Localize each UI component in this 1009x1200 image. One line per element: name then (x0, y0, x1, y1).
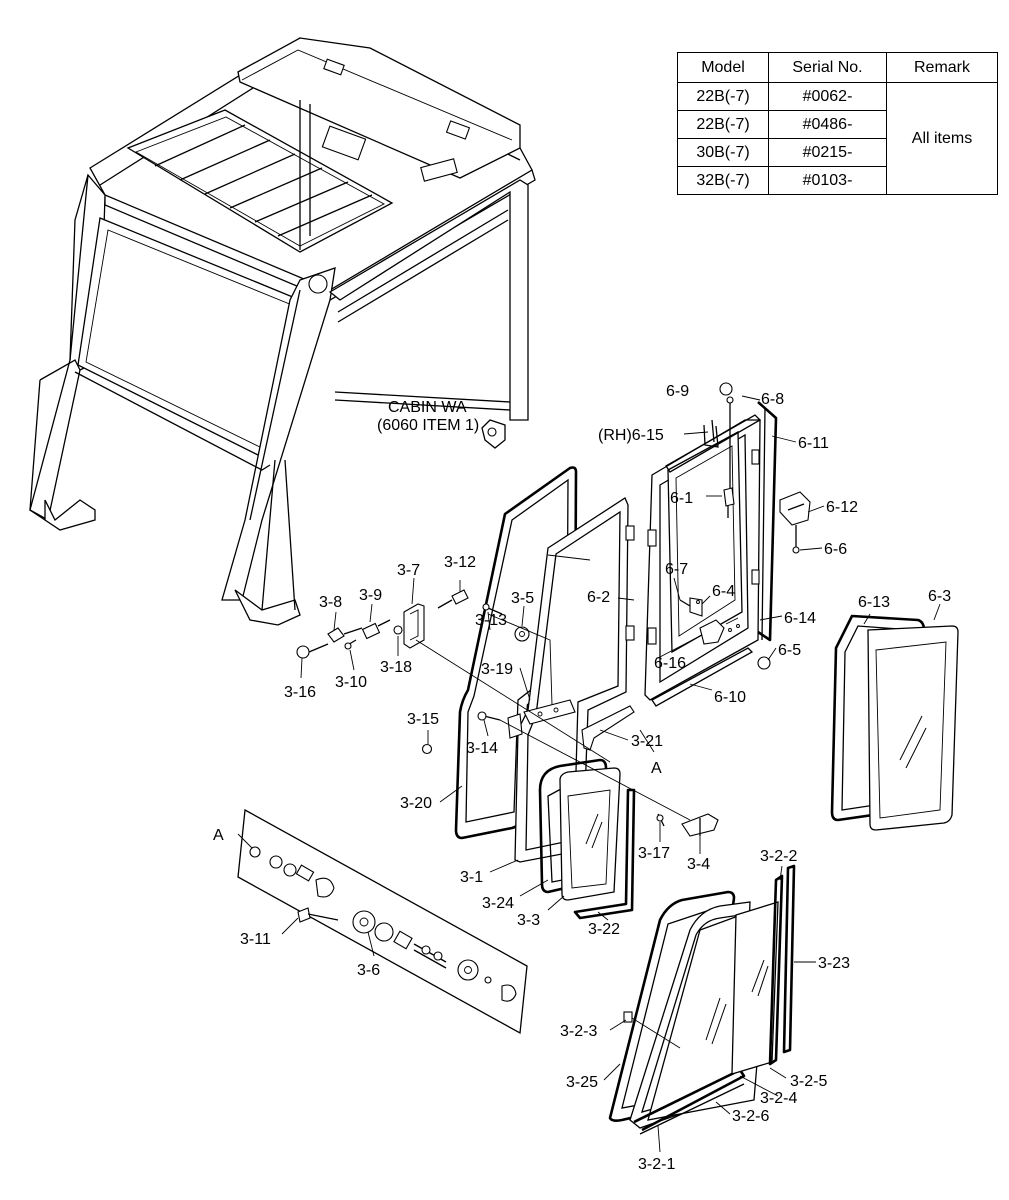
callout-3-9: 3-9 (359, 587, 382, 604)
callout-3-22: 3-22 (588, 921, 620, 938)
remark-cell: All items (886, 82, 998, 195)
callout-6-9: 6-9 (666, 383, 689, 400)
callout-6-12: 6-12 (826, 499, 858, 516)
callout-6-4: 6-4 (712, 583, 735, 600)
callout-3-12: 3-12 (444, 554, 476, 571)
serial-cell: #0103- (768, 166, 887, 195)
cabin-label-line2: (6060 ITEM 1) (377, 417, 479, 434)
serial-cell: #0486- (768, 110, 887, 139)
callout-3-3: 3-3 (517, 912, 540, 929)
callout-3-14: 3-14 (466, 740, 498, 757)
callout-6-15: (RH)6-15 (598, 427, 664, 444)
left-door-assembly (421, 466, 719, 920)
callout-3-15: 3-15 (407, 711, 439, 728)
model-cell: 32B(-7) (677, 166, 769, 195)
callout-3-18: 3-18 (380, 659, 412, 676)
callout-3-8: 3-8 (319, 594, 342, 611)
callout-3-2-1: 3-2-1 (638, 1156, 675, 1173)
callout-3-24: 3-24 (482, 895, 514, 912)
door-window-seal-and-glass (830, 614, 959, 831)
model-cell: 30B(-7) (677, 138, 769, 167)
callout-6-13: 6-13 (858, 594, 890, 611)
callout-3-2-6: 3-2-6 (732, 1108, 769, 1125)
callout-6-1: 6-1 (670, 490, 693, 507)
callout-3-13: 3-13 (475, 612, 507, 629)
callout-3-2-2: 3-2-2 (760, 848, 797, 865)
callout-3-2-3: 3-2-3 (560, 1023, 597, 1040)
callout-6-7: 6-7 (665, 561, 688, 578)
table-row: 32B(-7) #0103- (677, 166, 998, 195)
callout-6-16: 6-16 (654, 655, 686, 672)
right-door-assembly (644, 382, 811, 707)
table-row: 22B(-7) #0486- (677, 110, 998, 139)
callout-3-2-5: 3-2-5 (790, 1073, 827, 1090)
leader-lines (237, 395, 941, 1153)
callout-3-10: 3-10 (335, 674, 367, 691)
callout-3-1: 3-1 (460, 869, 483, 886)
sliding-window-assembly (608, 864, 796, 1135)
callout-6-2: 6-2 (587, 589, 610, 606)
cabin-label-line1: CABIN WA (388, 399, 467, 416)
callout-3-11: 3-11 (240, 931, 271, 948)
model-serial-table: Model Serial No. Remark 22B(-7) #0062- A… (677, 52, 998, 195)
callout-6-6: 6-6 (824, 541, 847, 558)
column-header-remark: Remark (886, 52, 998, 83)
callout-6-8: 6-8 (761, 391, 784, 408)
detail-a-inset (237, 808, 528, 1035)
callout-3-6: 3-6 (357, 962, 380, 979)
callout-3-4: 3-4 (687, 856, 710, 873)
callout-6-5: 6-5 (778, 642, 801, 659)
cabin-frame-illustration (29, 37, 536, 626)
callout-3-25: 3-25 (566, 1074, 598, 1091)
callout-3-17: 3-17 (638, 845, 670, 862)
table-row: 22B(-7) #0062- All items (677, 82, 998, 195)
callout-3-2-4: 3-2-4 (760, 1090, 797, 1107)
serial-cell: #0062- (768, 82, 887, 111)
model-cell: 22B(-7) (677, 82, 769, 111)
callout-3-21: 3-21 (631, 733, 663, 750)
callout-6-14: 6-14 (784, 610, 816, 627)
callout-3-23: 3-23 (818, 955, 850, 972)
callout-a-1: A (651, 760, 662, 777)
model-cell: 22B(-7) (677, 110, 769, 139)
door-lock-mechanism (296, 589, 691, 821)
callout-3-19: 3-19 (481, 661, 513, 678)
callout-a-2: A (213, 827, 224, 844)
table-header-row: Model Serial No. Remark (677, 52, 998, 83)
callout-3-20: 3-20 (400, 795, 432, 812)
callout-6-11: 6-11 (798, 435, 829, 452)
serial-cell: #0215- (768, 138, 887, 167)
callout-3-7: 3-7 (397, 562, 420, 579)
column-header-model: Model (677, 52, 769, 83)
callout-6-10: 6-10 (714, 689, 746, 706)
callout-labels: CABIN WA (6060 ITEM 1) 6-9 6-8 (RH)6-15 … (213, 383, 951, 1173)
callout-3-5: 3-5 (511, 590, 534, 607)
column-header-serial: Serial No. (768, 52, 887, 83)
callout-6-3: 6-3 (928, 588, 951, 605)
callout-3-16: 3-16 (284, 684, 316, 701)
